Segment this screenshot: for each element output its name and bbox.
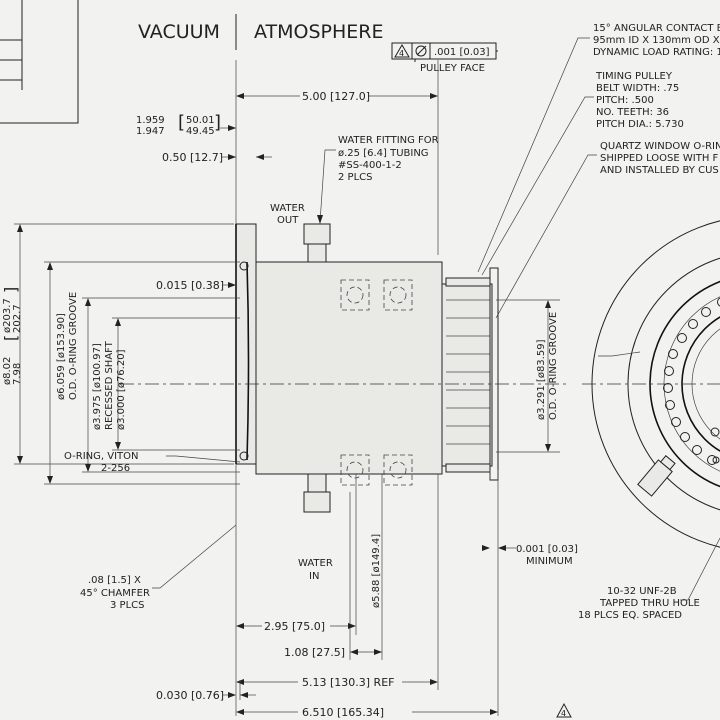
dim-flange-a: 1.959 (136, 115, 165, 126)
svg-text:O.D. O-RING GROOVE: O.D. O-RING GROOVE (548, 312, 559, 420)
svg-text:4: 4 (561, 709, 566, 718)
dim-1-08: 1.08 [27.5] (284, 646, 345, 659)
svg-text:ø3.291 [ø83.59]: ø3.291 [ø83.59] (536, 339, 547, 420)
svg-text:TAPPED THRU HOLE: TAPPED THRU HOLE (599, 598, 700, 609)
housing-body (255, 261, 443, 475)
end-view (582, 220, 720, 548)
timing-pulley-note: TIMING PULLEY BELT WIDTH: .75 PITCH: .50… (595, 71, 684, 130)
dim-oring-groove-left: ø6.059 [ø153.90] O.D. O-RING GROOVE (56, 292, 79, 400)
svg-text:18 PLCS EQ. SPACED: 18 PLCS EQ. SPACED (578, 610, 682, 621)
svg-text:NO. TEETH: 36: NO. TEETH: 36 (596, 107, 669, 118)
oring-top (239, 261, 249, 271)
dim-0-030: 0.030 [0.76] (156, 689, 224, 702)
water-fitting-note: WATER FITTING FOR ø.25 [6.4] TUBING #SS-… (338, 135, 439, 183)
svg-text:]: ] (1, 287, 20, 293)
svg-text:ø.25 [6.4] TUBING: ø.25 [6.4] TUBING (338, 148, 429, 159)
dim-flange-thk: 0.50 [12.7] (162, 151, 223, 164)
bracket-right: ] (214, 112, 221, 133)
dim-bore: ø3.000 [ø76.20] (116, 349, 127, 430)
svg-text:2 PLCS: 2 PLCS (338, 172, 372, 183)
svg-text:RECESSED SHAFT: RECESSED SHAFT (104, 340, 115, 430)
dim-flange-mm-a: 50.01 (186, 115, 215, 126)
water-in-line2: IN (309, 571, 319, 582)
pulley-leader (481, 96, 594, 276)
tolerance-frame: 4 .001 [0.03] PULLEY FACE (391, 42, 498, 74)
svg-text:#SS-400-1-2: #SS-400-1-2 (338, 160, 402, 171)
svg-text:TIMING PULLEY: TIMING PULLEY (595, 71, 673, 82)
window-leader (495, 154, 597, 319)
svg-text:ø8.02: ø8.02 (2, 357, 13, 385)
tolerance-value: .001 [0.03] (434, 47, 490, 58)
oring-note-line2: 2-256 (101, 463, 130, 474)
quartz-window-note: QUARTZ WINDOW O-RIN SHIPPED LOOSE WITH F… (600, 141, 720, 176)
dim-flange-b: 1.947 (136, 126, 165, 137)
dim-od-8: ø8.02 7.98 [ ø203.7 202.7 ] (1, 287, 23, 385)
svg-text:WATER FITTING FOR: WATER FITTING FOR (338, 135, 439, 146)
pulley-face-label: PULLEY FACE (420, 63, 485, 74)
svg-text:7.98: 7.98 (12, 363, 23, 385)
svg-text:15° ANGULAR CONTACT B: 15° ANGULAR CONTACT B (593, 23, 720, 34)
dim-5-13: 5.13 [130.3] REF (302, 676, 394, 689)
dim-5-88: ø5.88 [ø149.4] (371, 534, 382, 608)
svg-text:PITCH: .500: PITCH: .500 (596, 95, 654, 106)
svg-text:ø6.059 [ø153.90]: ø6.059 [ø153.90] (56, 313, 67, 400)
dim-minimum-value: 0.001 [0.03] (516, 544, 578, 555)
water-out-line1: WATER (270, 203, 305, 214)
svg-text:.08 [1.5] X: .08 [1.5] X (88, 575, 141, 586)
dim-overall-top: 5.00 [127.0] (302, 90, 370, 103)
dim-flange-mm-b: 49.45 (186, 126, 215, 137)
svg-text:10-32 UNF-2B: 10-32 UNF-2B (607, 586, 677, 597)
svg-text:DYNAMIC LOAD RATING: 1: DYNAMIC LOAD RATING: 1 (593, 47, 720, 58)
water-in-fitting (303, 473, 331, 513)
water-ports (340, 279, 413, 486)
dim-6-510: 6.510 [165.34] (302, 706, 384, 719)
svg-text:3 PLCS: 3 PLCS (110, 600, 144, 611)
dim-gap-015: 0.015 [0.38] (156, 279, 224, 292)
mounting-flange (235, 223, 257, 465)
title-block-fragment (0, 0, 79, 124)
svg-text:95mm ID X 130mm OD X: 95mm ID X 130mm OD X (593, 35, 720, 46)
vacuum-label: VACUUM (138, 21, 220, 43)
svg-text:O.D. O-RING GROOVE: O.D. O-RING GROOVE (68, 292, 79, 400)
svg-text:ø3.975 [ø100.97]: ø3.975 [ø100.97] (92, 343, 103, 430)
datum-number: 4 (399, 49, 404, 58)
dim-recessed-shaft: ø3.975 [ø100.97] RECESSED SHAFT (92, 340, 115, 430)
timing-pulley (441, 267, 499, 481)
svg-text:SHIPPED LOOSE WITH F: SHIPPED LOOSE WITH F (600, 153, 719, 164)
quartz-window-seal (246, 261, 250, 461)
dim-minimum-label: MINIMUM (526, 556, 573, 567)
oring-bottom (239, 451, 249, 461)
bearing-note: 15° ANGULAR CONTACT B 95mm ID X 130mm OD… (593, 23, 720, 58)
svg-text:PITCH DIA.: 5.730: PITCH DIA.: 5.730 (596, 119, 684, 130)
svg-text:ø3.000 [ø76.20]: ø3.000 [ø76.20] (116, 349, 127, 430)
atmosphere-label: ATMOSPHERE (254, 21, 384, 43)
svg-text:QUARTZ WINDOW O-RIN: QUARTZ WINDOW O-RIN (600, 141, 720, 152)
chamfer-note: .08 [1.5] X 45° CHAMFER 3 PLCS (80, 575, 150, 611)
bracket-left: [ (178, 112, 185, 133)
svg-text:[: [ (1, 335, 20, 341)
dim-2-95: 2.95 [75.0] (264, 620, 325, 633)
svg-text:BELT WIDTH: .75: BELT WIDTH: .75 (596, 83, 679, 94)
water-in-line1: WATER (298, 558, 333, 569)
svg-text:ø203.7: ø203.7 (2, 298, 13, 333)
revision-triangle: 4 (556, 702, 572, 718)
tapped-hole-note: 10-32 UNF-2B TAPPED THRU HOLE 18 PLCS EQ… (578, 586, 700, 621)
svg-text:AND INSTALLED BY CUS: AND INSTALLED BY CUS (600, 165, 719, 176)
svg-text:45° CHAMFER: 45° CHAMFER (80, 588, 150, 599)
svg-text:202.7: 202.7 (12, 304, 23, 333)
dim-oring-groove-right: ø3.291 [ø83.59] O.D. O-RING GROOVE (536, 312, 559, 420)
svg-text:ø5.88 [ø149.4]: ø5.88 [ø149.4] (371, 534, 382, 608)
oring-note-line1: O-RING, VITON (64, 451, 139, 462)
water-out-fitting (303, 223, 331, 263)
bearing-leader (477, 37, 590, 273)
water-out-line2: OUT (277, 215, 299, 226)
